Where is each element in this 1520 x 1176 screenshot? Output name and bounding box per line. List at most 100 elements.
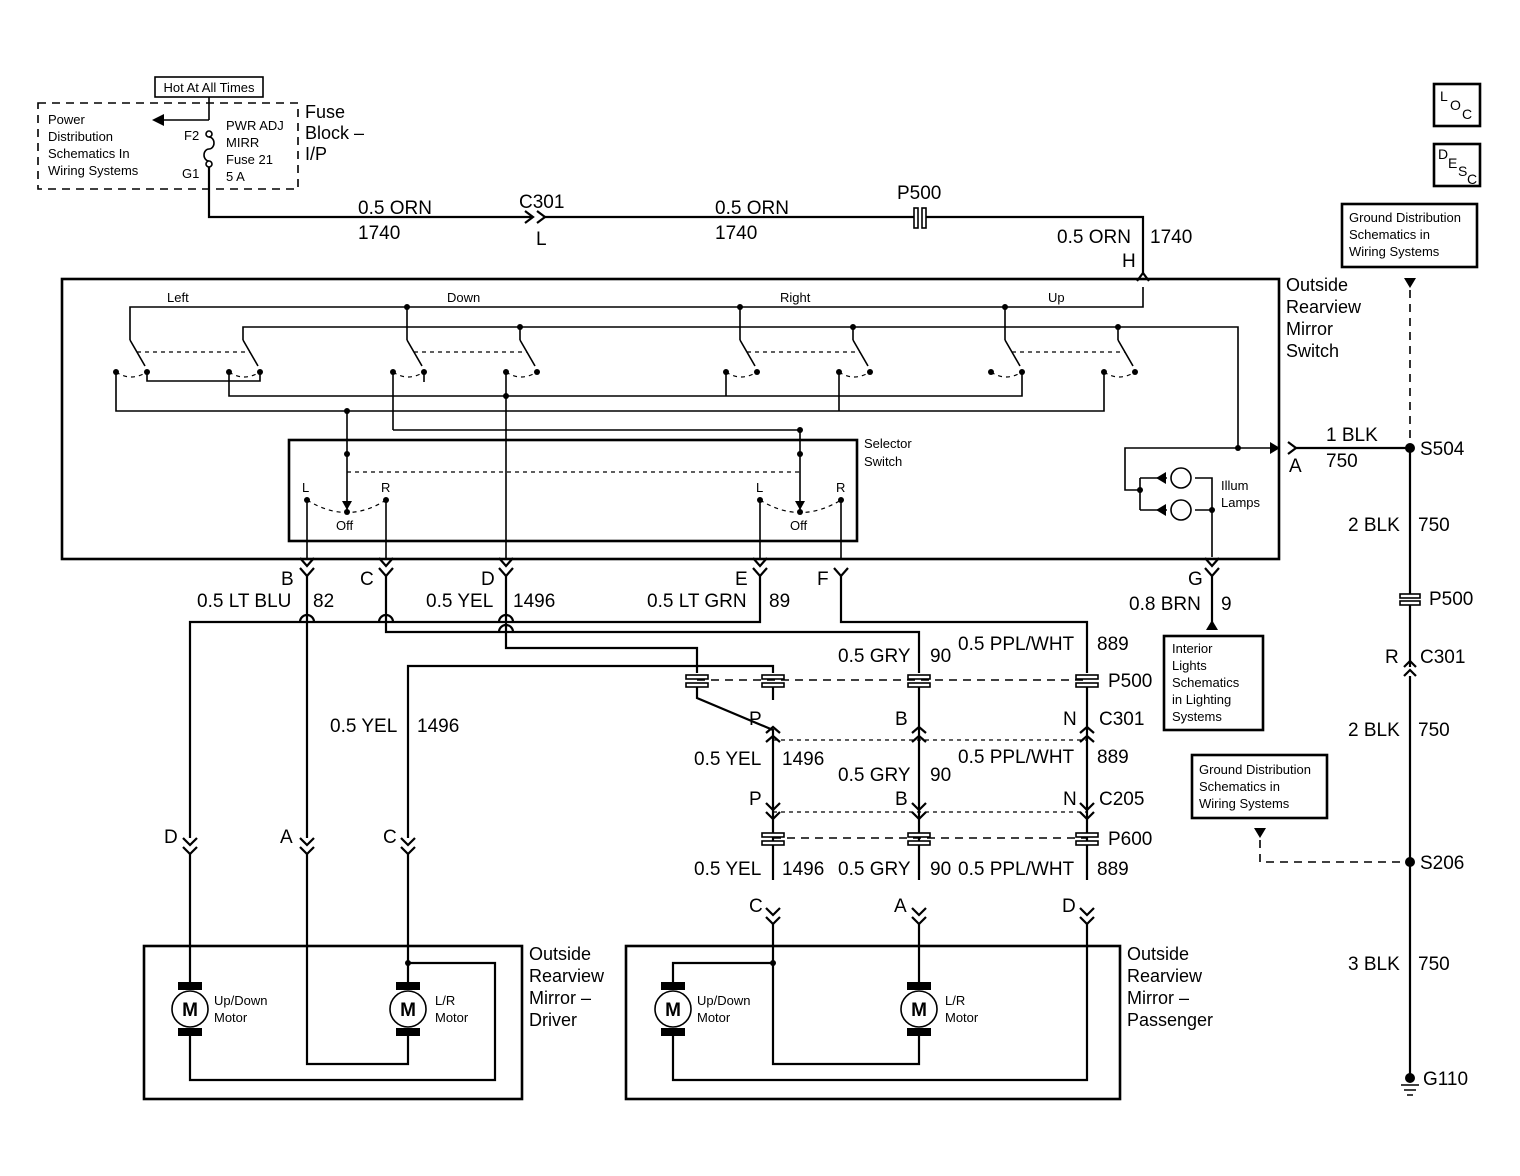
wire-label: 0.5 YEL [694,859,761,880]
selector-title-1: Selector [864,436,912,451]
harness-wires: 0.5 GRY 90 0.5 PPL/WHT 889 0.5 YEL 1496 … [164,576,1218,926]
wire-label: 0.5 GRY [838,646,911,667]
motor-symbol: M [911,1000,927,1021]
splice-s206-icon [1405,857,1415,867]
connector-label: C301 [1099,709,1144,730]
pin-e: E [735,569,748,590]
pin-label: A [894,896,907,917]
circuit-label: 750 [1418,515,1450,536]
selector-switch-outline [287,438,859,543]
wire-label: 0.5 ORN [1057,227,1131,248]
lamp-icon [1170,499,1192,521]
pin-label: N [1063,789,1077,810]
power-ref-3: Schematics In [48,146,130,161]
desc-letter: E [1448,155,1457,171]
motor-label: Up/Down [697,993,750,1008]
wire-label: 2 BLK [1348,515,1400,536]
wire-label: 0.5 PPL/WHT [958,634,1075,655]
connector-label: C301 [519,192,564,213]
splice-label: P500 [897,183,941,204]
circuit-label: 90 [930,765,951,786]
ref-text: Schematics in [1349,227,1430,242]
lr-motor-icon [389,990,427,1028]
hot-at-all-times-label: Hot At All Times [163,80,255,95]
motor-label: Motor [435,1010,469,1025]
wire-label: 0.5 LT GRN [647,591,747,612]
circuit-label: 90 [930,859,951,880]
motor-label: Motor [214,1010,248,1025]
fuse-block-title-1: Fuse [305,102,345,122]
wire-label: 0.5 GRY [838,859,911,880]
pin-label: P [749,789,762,810]
switch-title-2: Rearview [1286,297,1362,317]
power-ref-1: Power [48,112,86,127]
pin-g1: G1 [182,166,199,181]
sel-off-label: Off [336,518,353,533]
connector-a-icon [1287,441,1298,455]
driver-title-3: Mirror – [529,988,591,1008]
motor-label: L/R [435,993,455,1008]
pin-c: C [360,569,374,590]
sel-l-label: L [302,480,309,495]
wire-label: 0.5 ORN [358,198,432,219]
ref-text: Ground Distribution [1349,210,1461,225]
ground-circuit: L O C D E S C Ground Distribution Schema… [1190,82,1482,1096]
circuit-label: 1496 [782,749,824,770]
connector-e-icon [752,557,768,578]
fuse-desc-1: PWR ADJ [226,118,284,133]
pin-b: B [281,569,294,590]
loc-letter: L [1440,88,1448,104]
pin-label: L [536,229,547,250]
pin-g: G [1188,569,1203,590]
switch-outline [60,277,1281,561]
wire-label: 0.5 ORN [715,198,789,219]
ref-text: Interior [1172,641,1213,656]
up-down-motor-icon [171,990,209,1028]
splice-label: P500 [1429,589,1473,610]
ref-text: Schematics in [1199,779,1280,794]
pin-label: P [749,709,762,730]
ref-text: Systems [1172,709,1222,724]
motor-symbol: M [665,1000,681,1021]
selector-title-2: Switch [864,454,902,469]
circuit-label: 1496 [782,859,824,880]
fuse-block-title-3: I/P [305,144,327,164]
circuit-label: 89 [769,591,790,612]
wire-label: 0.8 BRN [1129,594,1201,615]
ref-text: Wiring Systems [1349,244,1440,259]
circuit-label: 1496 [417,716,459,737]
splice-label: S206 [1420,853,1464,874]
circuit-label: 1496 [513,591,555,612]
wire-label: 0.5 LT BLU [197,591,291,612]
passenger-title-3: Mirror – [1127,988,1189,1008]
ref-text: Schematics [1172,675,1240,690]
splice-p500-icon [1399,593,1421,599]
pin-f2: F2 [184,128,199,143]
loc-letter: C [1462,106,1472,122]
ref-text: Lights [1172,658,1207,673]
circuit-label: 1740 [1150,227,1192,248]
orange-wire-1740: 0.5 ORN 1740 C301 L 0.5 ORN 1740 P500 0.… [207,167,1192,282]
wire-label: 0.5 GRY [838,765,911,786]
illum-label-2: Lamps [1221,495,1261,510]
pin-label: B [895,789,908,810]
loc-letter: O [1450,97,1461,113]
fuse-desc-3: Fuse 21 [226,152,273,167]
connector-label: C301 [1420,647,1465,668]
sel-l-label: L [756,480,763,495]
wire-label: 0.5 YEL [426,591,493,612]
desc-letter: S [1458,163,1467,179]
illum-label-1: Illum [1221,478,1248,493]
dir-right-label: Right [780,290,811,305]
passenger-title-2: Rearview [1127,966,1203,986]
circuit-label: 750 [1418,720,1450,741]
dir-up-label: Up [1048,290,1065,305]
fuse-block: Hot At All Times Power Distribution Sche… [37,76,364,190]
splice-icon [685,674,709,680]
driver-title-1: Outside [529,944,591,964]
passenger-title-1: Outside [1127,944,1189,964]
ref-text: Wiring Systems [1199,796,1290,811]
switch-title-1: Outside [1286,275,1348,295]
outside-rearview-mirror-switch: Outside Rearview Mirror Switch Left Down… [60,275,1362,561]
